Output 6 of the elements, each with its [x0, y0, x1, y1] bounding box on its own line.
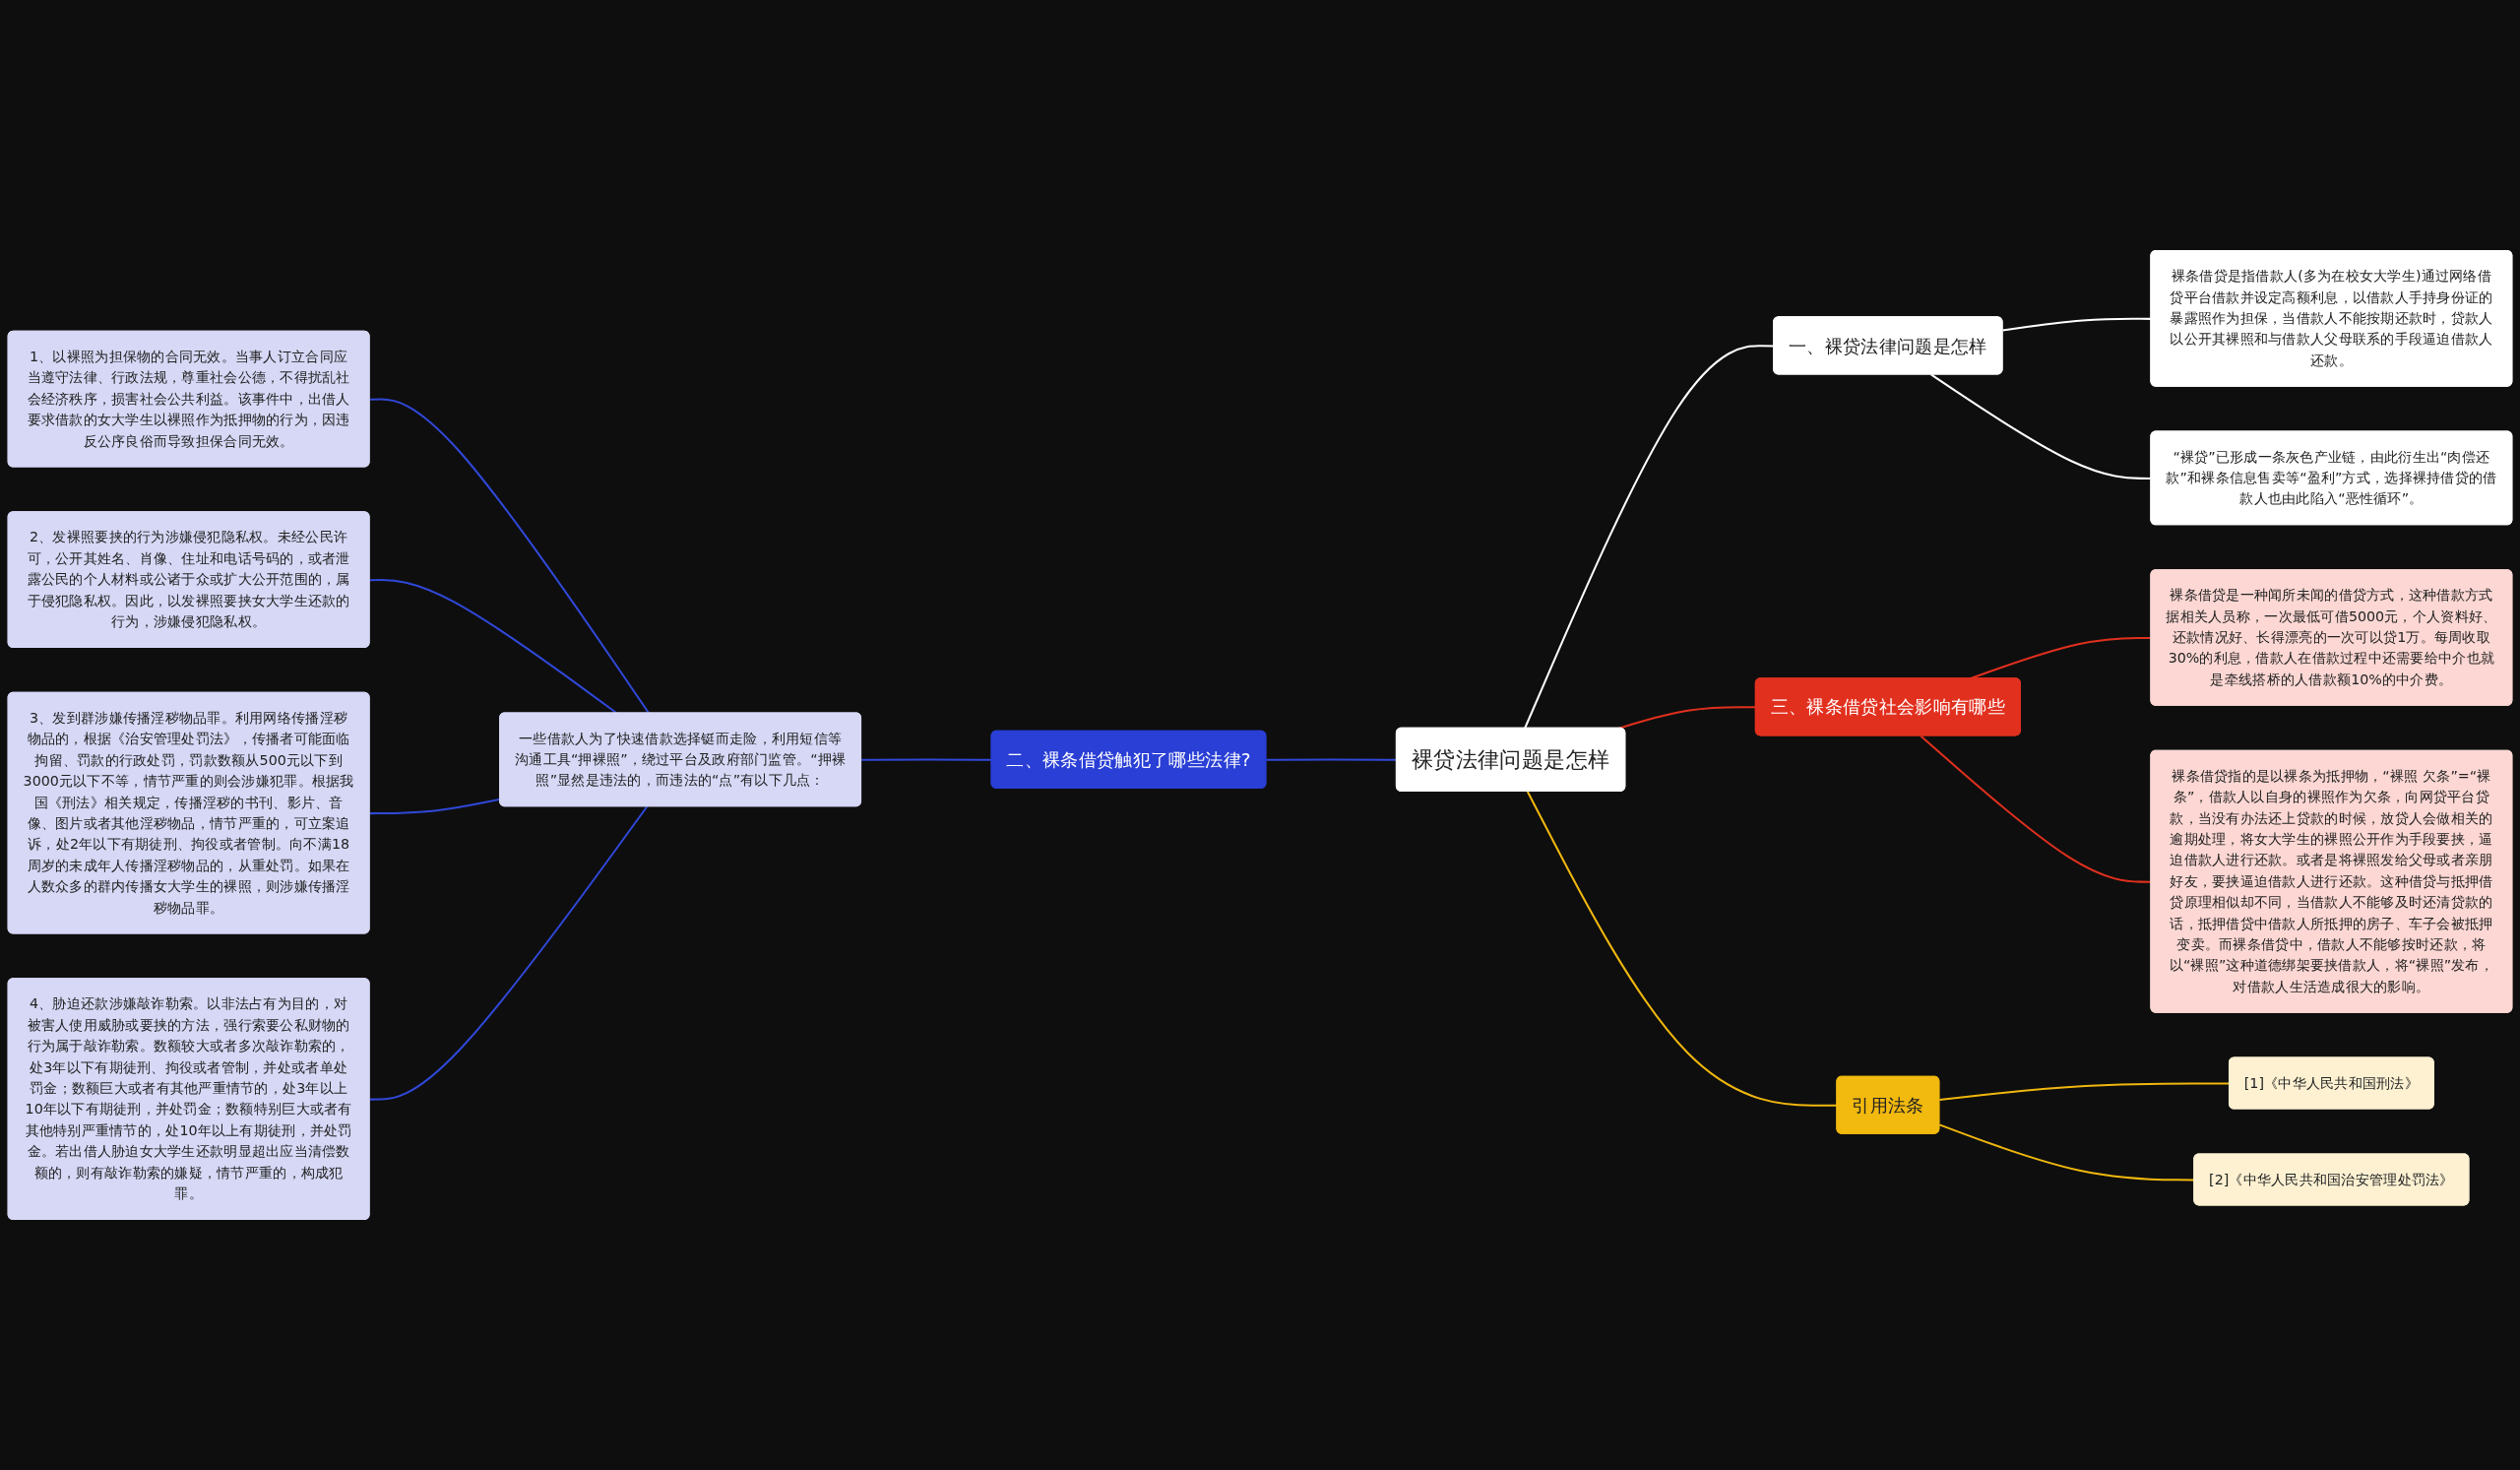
connector: [1618, 706, 1756, 730]
connector: [1939, 1082, 2230, 1101]
connector: [369, 798, 501, 815]
connector: [861, 758, 992, 761]
connector: [369, 805, 649, 1101]
connector: [1266, 758, 1397, 761]
